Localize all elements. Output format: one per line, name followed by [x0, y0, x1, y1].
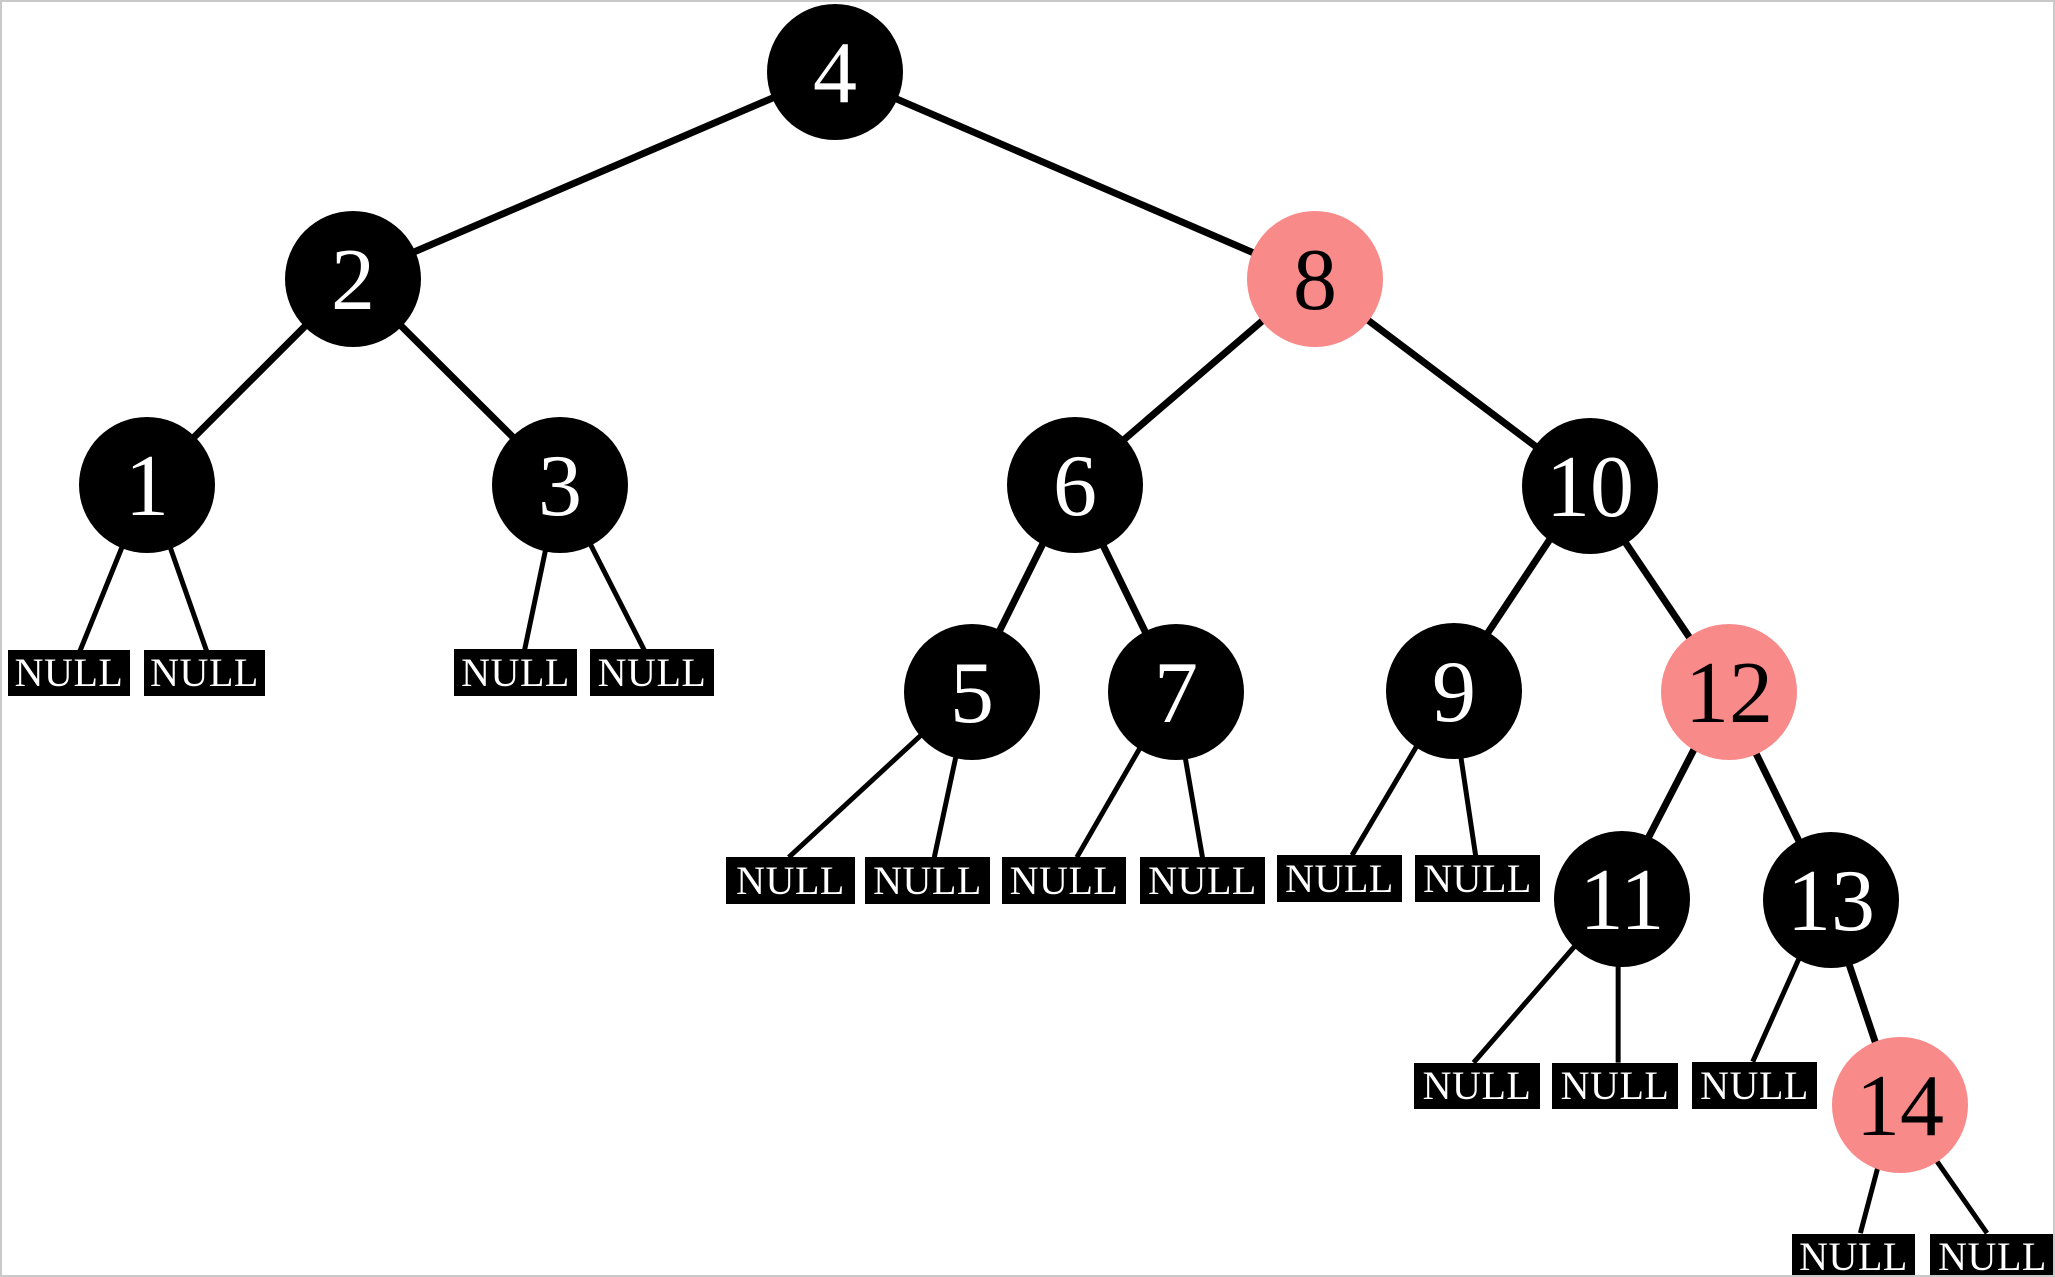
null-leaf-n14: NULL — [1792, 1234, 1915, 1275]
null-leaf-n10: NULL — [1415, 855, 1540, 902]
tree-node-7: 7 — [1108, 624, 1244, 760]
null-leaf-n8: NULL — [1140, 857, 1265, 904]
edge-4-8 — [832, 68, 1314, 282]
tree-node-5: 5 — [904, 624, 1040, 760]
null-leaf-n7: NULL — [1002, 857, 1126, 904]
null-leaf-n2: NULL — [144, 650, 265, 696]
null-leaf-n1: NULL — [8, 650, 130, 696]
tree-node-14: 14 — [1832, 1037, 1968, 1173]
tree-node-2: 2 — [285, 211, 421, 347]
tree-node-9: 9 — [1386, 623, 1522, 759]
tree-node-4: 4 — [767, 4, 903, 140]
null-leaf-n3: NULL — [454, 649, 577, 696]
tree-node-6: 6 — [1007, 417, 1143, 553]
tree-node-8: 8 — [1247, 211, 1383, 347]
tree-node-12: 12 — [1661, 624, 1797, 760]
null-leaf-n15: NULL — [1930, 1234, 2053, 1275]
null-leaf-n12: NULL — [1552, 1063, 1678, 1109]
null-leaf-n4: NULL — [590, 649, 714, 696]
tree-node-11: 11 — [1554, 831, 1690, 967]
tree-node-13: 13 — [1763, 832, 1899, 968]
null-leaf-n6: NULL — [865, 857, 990, 904]
null-leaf-n13: NULL — [1692, 1062, 1817, 1109]
tree-node-3: 3 — [492, 417, 628, 553]
null-leaf-n5: NULL — [726, 857, 855, 904]
edge-4-2 — [351, 68, 835, 282]
null-leaf-n11: NULL — [1414, 1063, 1540, 1109]
tree-node-1: 1 — [79, 417, 215, 553]
tree-node-10: 10 — [1522, 418, 1658, 554]
null-leaf-n9: NULL — [1277, 855, 1402, 902]
